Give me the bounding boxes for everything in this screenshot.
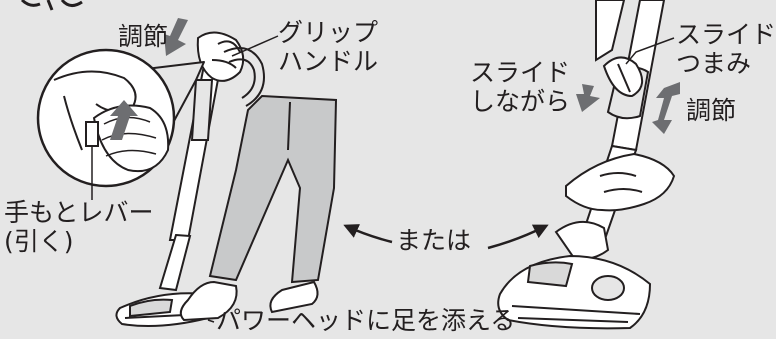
magnifier-callout-icon	[36, 48, 205, 200]
curved-arrow-icon	[343, 224, 549, 250]
person-leg-left	[179, 94, 338, 322]
or-label: または	[396, 226, 472, 255]
hand-right-lower	[565, 152, 676, 212]
slide-knob-label: スライド つまみ	[676, 20, 776, 78]
header-fragment	[20, 0, 83, 11]
hand-lever-label: 手もとレバー (引く)	[4, 198, 154, 256]
double-arrow-icon-right	[652, 82, 680, 134]
hose-left	[223, 47, 265, 107]
power-head-right	[497, 221, 652, 330]
leader-lines-right	[625, 37, 675, 65]
foot-on-power-head-label: パワーヘッドに足を添える	[216, 306, 516, 335]
vacuum-stick-left	[158, 31, 245, 292]
adjust-label-right: 調節	[686, 96, 737, 125]
slide-while-label: スライド しながら	[470, 58, 571, 116]
down-arrow-icon	[576, 84, 600, 112]
adjust-label-left: 調節	[118, 22, 169, 51]
leader-lines-left	[207, 35, 279, 323]
grip-handle-label: グリップ ハンドル	[278, 18, 379, 76]
double-arrow-icon	[164, 18, 188, 56]
